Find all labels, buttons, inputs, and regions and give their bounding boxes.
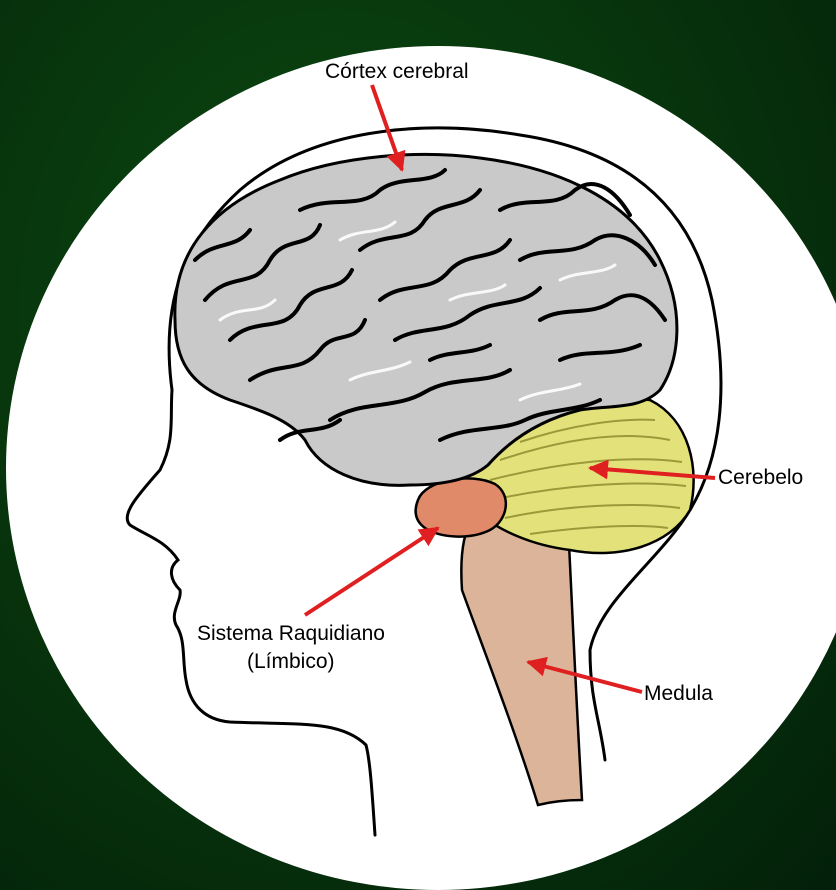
limbic-system xyxy=(416,478,506,536)
label-cerebelo: Cerebelo xyxy=(718,466,803,489)
label-sistema-line1: Sistema Raquidiano xyxy=(197,622,385,645)
label-sistema-line2: (Límbico) xyxy=(247,650,335,673)
label-cortex: Córtex cerebral xyxy=(325,60,469,83)
label-medula: Medula xyxy=(644,682,713,705)
